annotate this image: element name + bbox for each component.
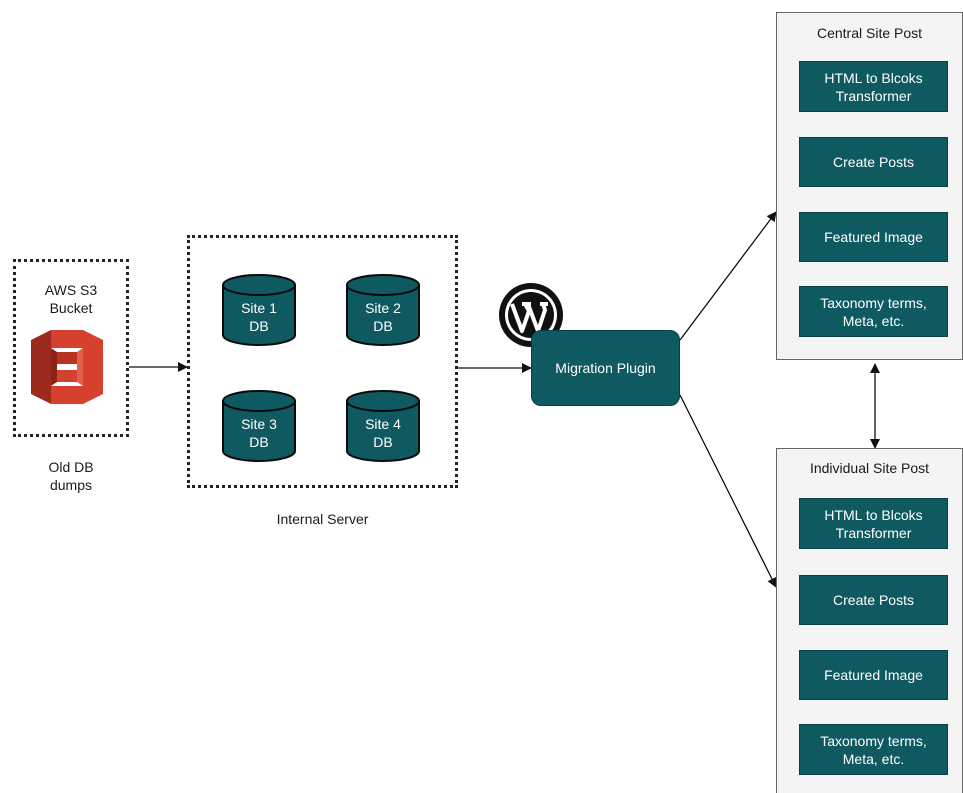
arrow-plugin-to-central (679, 211, 777, 341)
individual-step-featured-image: Featured Image (799, 650, 948, 700)
site-4-db-line2: DB (373, 434, 393, 450)
database-icon (346, 274, 420, 346)
individual-site-post-title: Individual Site Post (809, 460, 930, 476)
individual-step-1-line2: Transformer (835, 524, 912, 541)
site-4-db: Site 4 DB (345, 389, 421, 463)
database-icon (222, 274, 296, 346)
central-step-3-label: Featured Image (824, 229, 923, 245)
s3-bucket-title: AWS S3 Bucket (13, 281, 129, 317)
database-icon (346, 390, 420, 462)
site-1-db: Site 1 DB (221, 273, 297, 347)
site-2-db: Site 2 DB (345, 273, 421, 347)
individual-step-create-posts: Create Posts (799, 575, 948, 625)
central-step-2-label: Create Posts (833, 154, 914, 170)
s3-caption-line2: dumps (49, 477, 93, 493)
site-3-db-line2: DB (249, 434, 269, 450)
s3-caption: Old DB dumps (13, 458, 129, 494)
central-step-html-transformer: HTML to Blcoks Transformer (799, 61, 948, 112)
s3-title-line2: Bucket (49, 300, 93, 316)
database-icon (222, 390, 296, 462)
central-step-1-line1: HTML to Blcoks (824, 69, 923, 86)
s3-bucket-box (13, 259, 129, 437)
arrow-plugin-to-individual (679, 394, 777, 588)
individual-step-3-label: Featured Image (824, 667, 923, 683)
individual-step-1-line1: HTML to Blcoks (824, 506, 923, 523)
aws-s3-icon (31, 330, 103, 404)
individual-step-4-line1: Taxonomy terms, (820, 732, 927, 749)
individual-step-2-label: Create Posts (833, 592, 914, 608)
site-2-db-line2: DB (373, 318, 393, 334)
individual-step-4-line2: Meta, etc. (842, 750, 905, 767)
internal-server-caption: Internal Server (276, 511, 369, 527)
site-1-db-line1: Site 1 (241, 300, 277, 316)
migration-plugin-node: Migration Plugin (531, 330, 680, 406)
individual-step-html-transformer: HTML to Blcoks Transformer (799, 498, 948, 549)
site-3-db-line1: Site 3 (241, 416, 277, 432)
migration-plugin-label: Migration Plugin (555, 360, 656, 376)
wordpress-logo-icon (499, 283, 563, 347)
central-step-featured-image: Featured Image (799, 212, 948, 262)
central-step-4-line1: Taxonomy terms, (820, 294, 927, 311)
site-4-db-line1: Site 4 (365, 416, 401, 432)
central-site-post-title: Central Site Post (816, 25, 923, 41)
central-step-create-posts: Create Posts (799, 137, 948, 187)
central-step-1-line2: Transformer (835, 87, 912, 104)
site-3-db: Site 3 DB (221, 389, 297, 463)
s3-title-line1: AWS S3 (44, 282, 98, 298)
site-1-db-line2: DB (249, 318, 269, 334)
s3-caption-line1: Old DB (48, 459, 94, 475)
central-step-4-line2: Meta, etc. (842, 312, 905, 329)
central-step-taxonomy: Taxonomy terms, Meta, etc. (799, 286, 948, 337)
individual-step-taxonomy: Taxonomy terms, Meta, etc. (799, 724, 948, 775)
internal-server-box (187, 235, 458, 488)
site-2-db-line1: Site 2 (365, 300, 401, 316)
